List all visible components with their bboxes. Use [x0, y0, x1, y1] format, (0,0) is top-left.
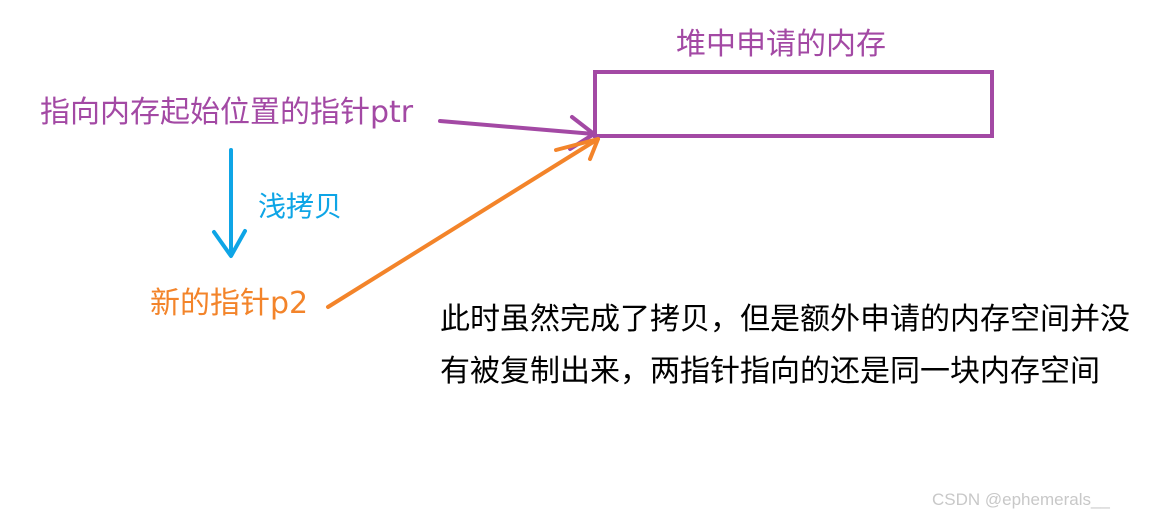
shallow-copy-arrow: [212, 148, 247, 258]
pointer-p2-label: 新的指针p2: [150, 286, 309, 321]
explanation-note: 此时虽然完成了拷贝，但是额外申请的内存空间并没有被复制出来，两指针指向的还是同一…: [440, 302, 1130, 389]
csdn-watermark: CSDN @ephemerals__: [932, 490, 1110, 509]
shallow-copy-label: 浅拷贝: [258, 190, 343, 223]
p2-arrow: [326, 137, 600, 309]
heap-memory-block: [593, 70, 994, 138]
pointer-ptr-label: 指向内存起始位置的指针ptr: [40, 95, 414, 130]
heap-memory-title: 堆中申请的内存: [676, 27, 886, 62]
